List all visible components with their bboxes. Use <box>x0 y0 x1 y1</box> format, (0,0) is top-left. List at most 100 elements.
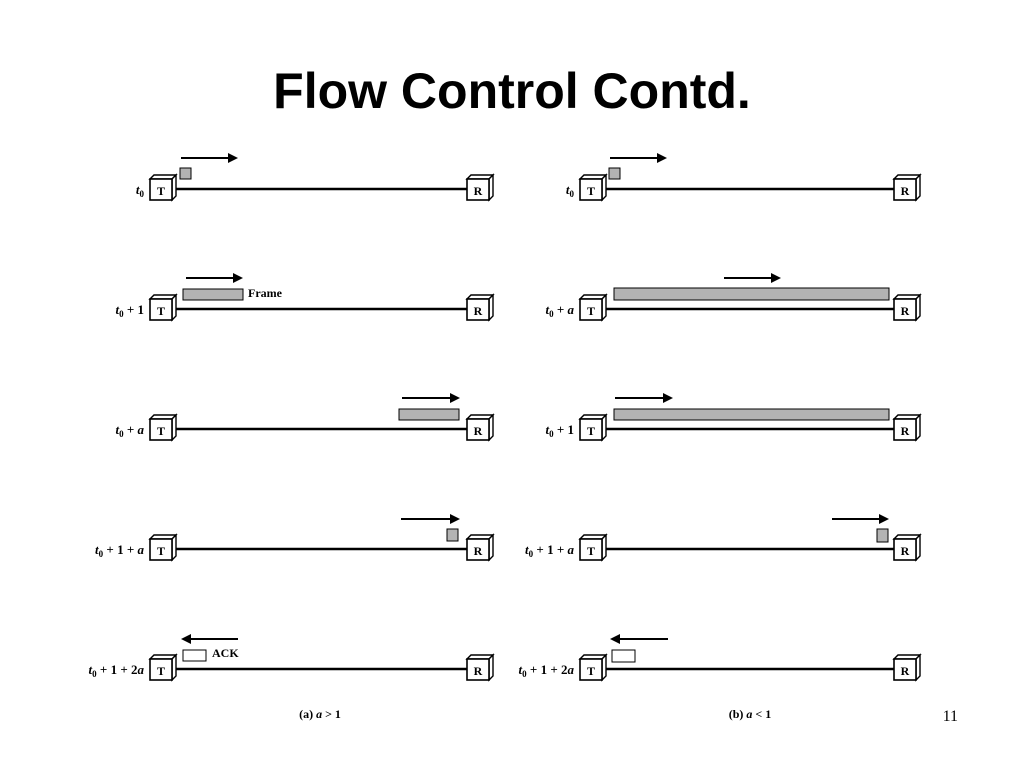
ack-label: ACK <box>212 646 239 660</box>
time-label: t0 <box>136 182 145 199</box>
direction-arrow <box>402 393 460 403</box>
direction-arrow <box>401 514 460 524</box>
ack-block <box>182 649 207 662</box>
panel-b-row-4: t0 + 1 + a T R <box>525 514 922 562</box>
transmitter-box: T <box>148 293 178 322</box>
panel-a-row-3: t0 + a T R <box>115 393 495 442</box>
receiver-box-front <box>893 538 917 561</box>
direction-arrow <box>181 634 238 644</box>
page-number: 11 <box>942 708 958 725</box>
direction-arrow-head <box>228 153 238 163</box>
receiver-box-front <box>466 538 490 561</box>
transmitter-box-front <box>579 538 603 561</box>
time-label: t0 + 1 <box>545 422 574 439</box>
receiver-box-label: R <box>474 184 483 198</box>
transmitter-box-front <box>149 178 173 201</box>
receiver-box: R <box>892 653 922 682</box>
time-label: t0 + a <box>115 422 144 439</box>
transmitter-box-label: T <box>157 424 165 438</box>
time-label: t0 + 1 + 2a <box>89 662 145 679</box>
direction-arrow-head <box>450 393 460 403</box>
frame-block <box>613 287 890 301</box>
transmitter-box: T <box>578 413 608 442</box>
transmitter-box-label: T <box>587 184 595 198</box>
frame-block <box>446 528 459 542</box>
receiver-box-front <box>466 658 490 681</box>
direction-arrow-head <box>181 634 191 644</box>
frame-block <box>398 408 460 421</box>
time-label: t0 + 1 + a <box>95 542 144 559</box>
transmitter-box: T <box>148 653 178 682</box>
direction-arrow <box>724 273 781 283</box>
transmitter-box-label: T <box>587 424 595 438</box>
transmitter-box-label: T <box>157 544 165 558</box>
transmitter-box-front <box>149 298 173 321</box>
transmitter-box: T <box>148 413 178 442</box>
transmitter-box-label: T <box>587 664 595 678</box>
transmitter-box: T <box>148 533 178 562</box>
receiver-box-label: R <box>901 424 910 438</box>
transmitter-box-label: T <box>587 544 595 558</box>
receiver-box-label: R <box>901 304 910 318</box>
transmitter-box-front <box>579 418 603 441</box>
receiver-box-front <box>893 418 917 441</box>
direction-arrow <box>186 273 243 283</box>
receiver-box: R <box>465 413 495 442</box>
direction-arrow-head <box>657 153 667 163</box>
receiver-box: R <box>465 293 495 322</box>
receiver-box-front <box>893 658 917 681</box>
direction-arrow-head <box>450 514 460 524</box>
receiver-box: R <box>892 293 922 322</box>
panel-a-row-4: t0 + 1 + a T R <box>95 514 495 562</box>
frame-block <box>876 528 889 543</box>
frame-block <box>613 408 890 421</box>
transmitter-box: T <box>578 173 608 202</box>
receiver-box-front <box>466 418 490 441</box>
panel-caption: (b) a < 1 <box>729 707 772 721</box>
direction-arrow <box>610 153 667 163</box>
receiver-box-front <box>893 298 917 321</box>
transmitter-box-front <box>149 658 173 681</box>
direction-arrow <box>832 514 889 524</box>
receiver-box: R <box>465 173 495 202</box>
receiver-box: R <box>465 653 495 682</box>
transmitter-box-label: T <box>157 304 165 318</box>
transmitter-box-front <box>579 178 603 201</box>
time-label: t0 + 1 + a <box>525 542 574 559</box>
receiver-box-label: R <box>474 664 483 678</box>
ack-block <box>611 649 636 663</box>
receiver-box-label: R <box>474 544 483 558</box>
transmitter-box-label: T <box>587 304 595 318</box>
frame-block <box>182 288 244 301</box>
transmitter-box-label: T <box>157 184 165 198</box>
direction-arrow-head <box>879 514 889 524</box>
receiver-box-label: R <box>901 664 910 678</box>
receiver-box: R <box>892 533 922 562</box>
time-label: t0 + a <box>545 302 574 319</box>
frame-block <box>179 167 192 180</box>
time-label: t0 + 1 + 2a <box>519 662 575 679</box>
time-label: t0 <box>566 182 575 199</box>
transmitter-box-front <box>149 418 173 441</box>
transmitter-box-front <box>579 298 603 321</box>
receiver-box-front <box>466 178 490 201</box>
direction-arrow-head <box>233 273 243 283</box>
direction-arrow <box>610 634 668 644</box>
frame-block <box>608 167 621 180</box>
direction-arrow-head <box>610 634 620 644</box>
receiver-box-label: R <box>474 424 483 438</box>
panel-caption: (a) a > 1 <box>299 707 341 721</box>
direction-arrow-head <box>663 393 673 403</box>
receiver-box-front <box>893 178 917 201</box>
transmitter-box: T <box>148 173 178 202</box>
panel-a-row-1: t0 T R <box>136 153 495 202</box>
direction-arrow <box>181 153 238 163</box>
direction-arrow <box>615 393 673 403</box>
transmitter-box: T <box>578 533 608 562</box>
receiver-box-label: R <box>474 304 483 318</box>
panel-b-row-5: t0 + 1 + 2a T R <box>519 634 922 682</box>
receiver-box: R <box>465 533 495 562</box>
